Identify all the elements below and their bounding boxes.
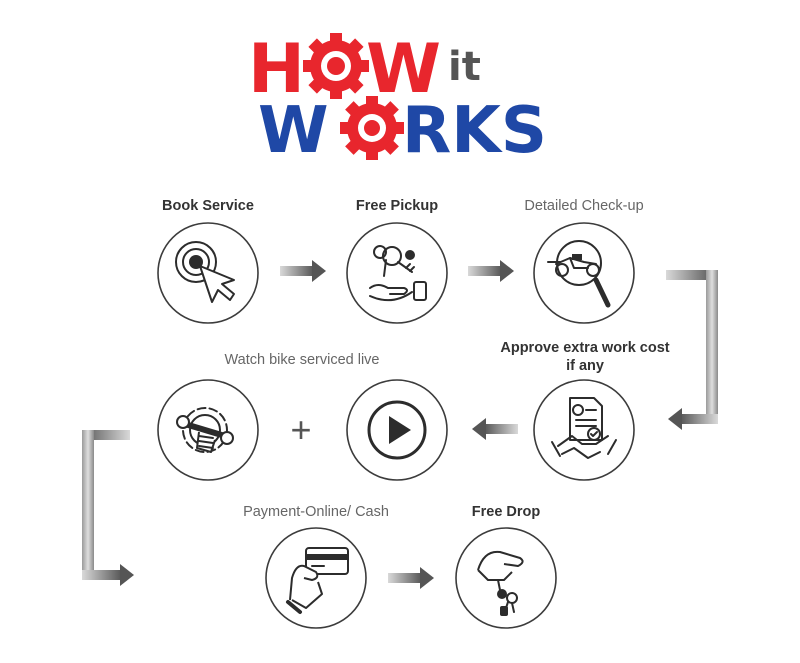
arrow-step4-to-play: [472, 418, 518, 440]
step-label-free-pickup: Free Pickup: [356, 198, 438, 214]
connector-left-bracket: [82, 430, 134, 586]
logo-gear-o-red: [303, 33, 369, 99]
magnifier-bike-icon: [547, 240, 611, 308]
step-approve-extra-cost: [533, 379, 635, 481]
card-hand-icon: [286, 547, 349, 614]
step-detailed-checkup: [533, 222, 635, 324]
step-payment: [265, 527, 367, 629]
arrow-step2-to-step3: [468, 260, 514, 282]
plus-sign: +: [290, 409, 311, 450]
step-book-service: [157, 222, 259, 324]
logo: H W it W: [248, 30, 547, 168]
logo-letter-w1: W: [366, 30, 441, 109]
logo-it: it: [448, 44, 481, 90]
gear-wrench-icon: [176, 407, 234, 453]
hand-keys-icon: [369, 245, 427, 302]
step-label-approve-line1: Approve extra work cost: [500, 340, 669, 356]
step-label-book-service: Book Service: [162, 198, 254, 214]
arrow-step7-to-step8: [388, 567, 434, 589]
logo-letters-rks: RKS: [402, 94, 547, 168]
step-free-pickup: [346, 222, 448, 324]
arrow-step1-to-step2: [280, 260, 326, 282]
step-watch-live-gear: [157, 379, 259, 481]
step-label-watch-live: Watch bike serviced live: [225, 352, 380, 368]
document-handshake-icon: [551, 397, 617, 459]
step-label-approve-line2: if any: [566, 358, 604, 374]
connector-right-bracket: [666, 270, 718, 430]
step-watch-live-play: [346, 379, 448, 481]
logo-gear-o-red-2: [340, 96, 404, 160]
logo-letter-w2: W: [258, 94, 329, 168]
hand-key-icon: [477, 550, 524, 616]
cursor-click-icon: [175, 241, 235, 303]
step-label-payment: Payment-Online/ Cash: [243, 504, 389, 520]
step-label-detailed-checkup: Detailed Check-up: [524, 198, 643, 214]
play-icon: [367, 400, 427, 460]
step-label-free-drop: Free Drop: [472, 504, 541, 520]
step-free-drop: [455, 527, 557, 629]
logo-letter-h: H: [248, 30, 305, 109]
